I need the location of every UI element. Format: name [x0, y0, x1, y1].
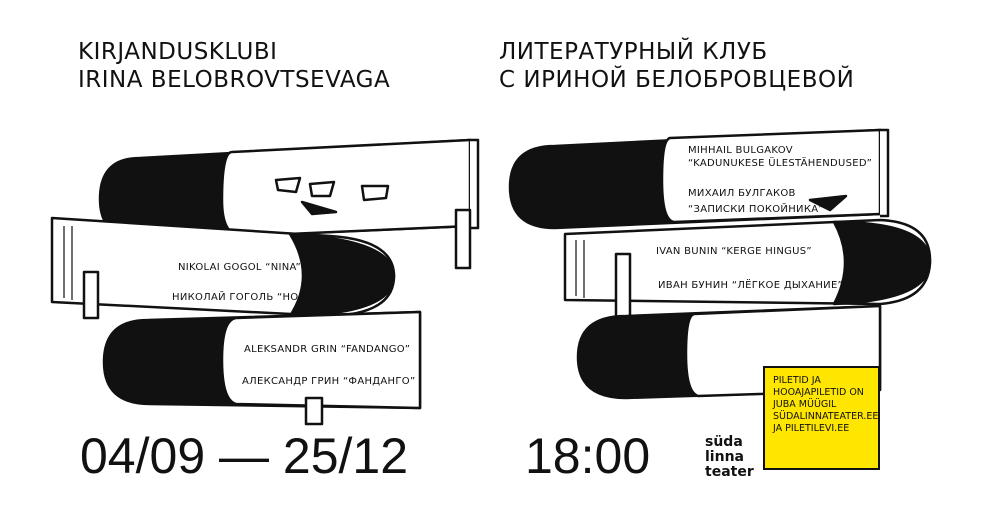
ticket-line-2: hooajapiletid on: [773, 387, 864, 398]
title-russian: Литературный клуб с Ириной Белобровцевой: [499, 38, 854, 94]
logo-line-2: linna: [705, 449, 744, 465]
event-dates: 04/09 — 25/12: [80, 428, 409, 484]
book-title-grin-ru: Александр Грин “Фанданго”: [242, 376, 416, 387]
book-title-gogol-et: Nikolai Gogol “Nina”: [178, 262, 301, 273]
ticket-line-3: juba müügil: [773, 399, 837, 410]
book-subtitle-bulgakov-ru: “Записки покойника”: [688, 204, 824, 215]
book-title-gogol-ru: Николай Гоголь “Нос”: [172, 292, 312, 303]
book-subtitle-bulgakov-et: “Kadunukese ülestähendused”: [688, 158, 873, 169]
title-estonian-line-1: Kirjandusklubi: [78, 39, 278, 65]
ticket-info-note: Piletid ja hooajapiletid on juba müügil …: [763, 366, 880, 470]
book-title-grin-et: Aleksandr Grin “Fandango”: [244, 344, 411, 355]
book-left-bottom: [102, 310, 422, 426]
book-title-bulgakov-et: Mihhail Bulgakov: [688, 145, 793, 156]
book-left-middle: [50, 216, 396, 320]
book-title-bunin-ru: Иван Бунин “Лёгкое дыхание”: [658, 280, 844, 291]
book-right-top: [508, 128, 890, 230]
ticket-line-1: Piletid ja: [773, 375, 821, 386]
title-estonian: Kirjandusklubi Irina Belobrovtsevaga: [78, 38, 390, 94]
title-estonian-line-2: Irina Belobrovtsevaga: [78, 67, 391, 93]
book-title-bulgakov-ru: Михаил Булгаков: [688, 188, 796, 199]
title-russian-line-2: с Ириной Белобровцевой: [499, 67, 855, 93]
logo-line-1: süda: [705, 434, 743, 450]
book-right-middle: [563, 218, 932, 328]
book-title-bunin-et: Ivan Bunin “Kerge hingus”: [656, 246, 812, 257]
event-time: 18:00: [525, 428, 651, 484]
logo-line-3: teater: [705, 464, 754, 480]
title-russian-line-1: Литературный клуб: [499, 39, 768, 65]
sudalinna-teater-logo: süda linna teater: [705, 435, 754, 480]
ticket-line-5: ja piletilevi.ee: [773, 423, 850, 434]
